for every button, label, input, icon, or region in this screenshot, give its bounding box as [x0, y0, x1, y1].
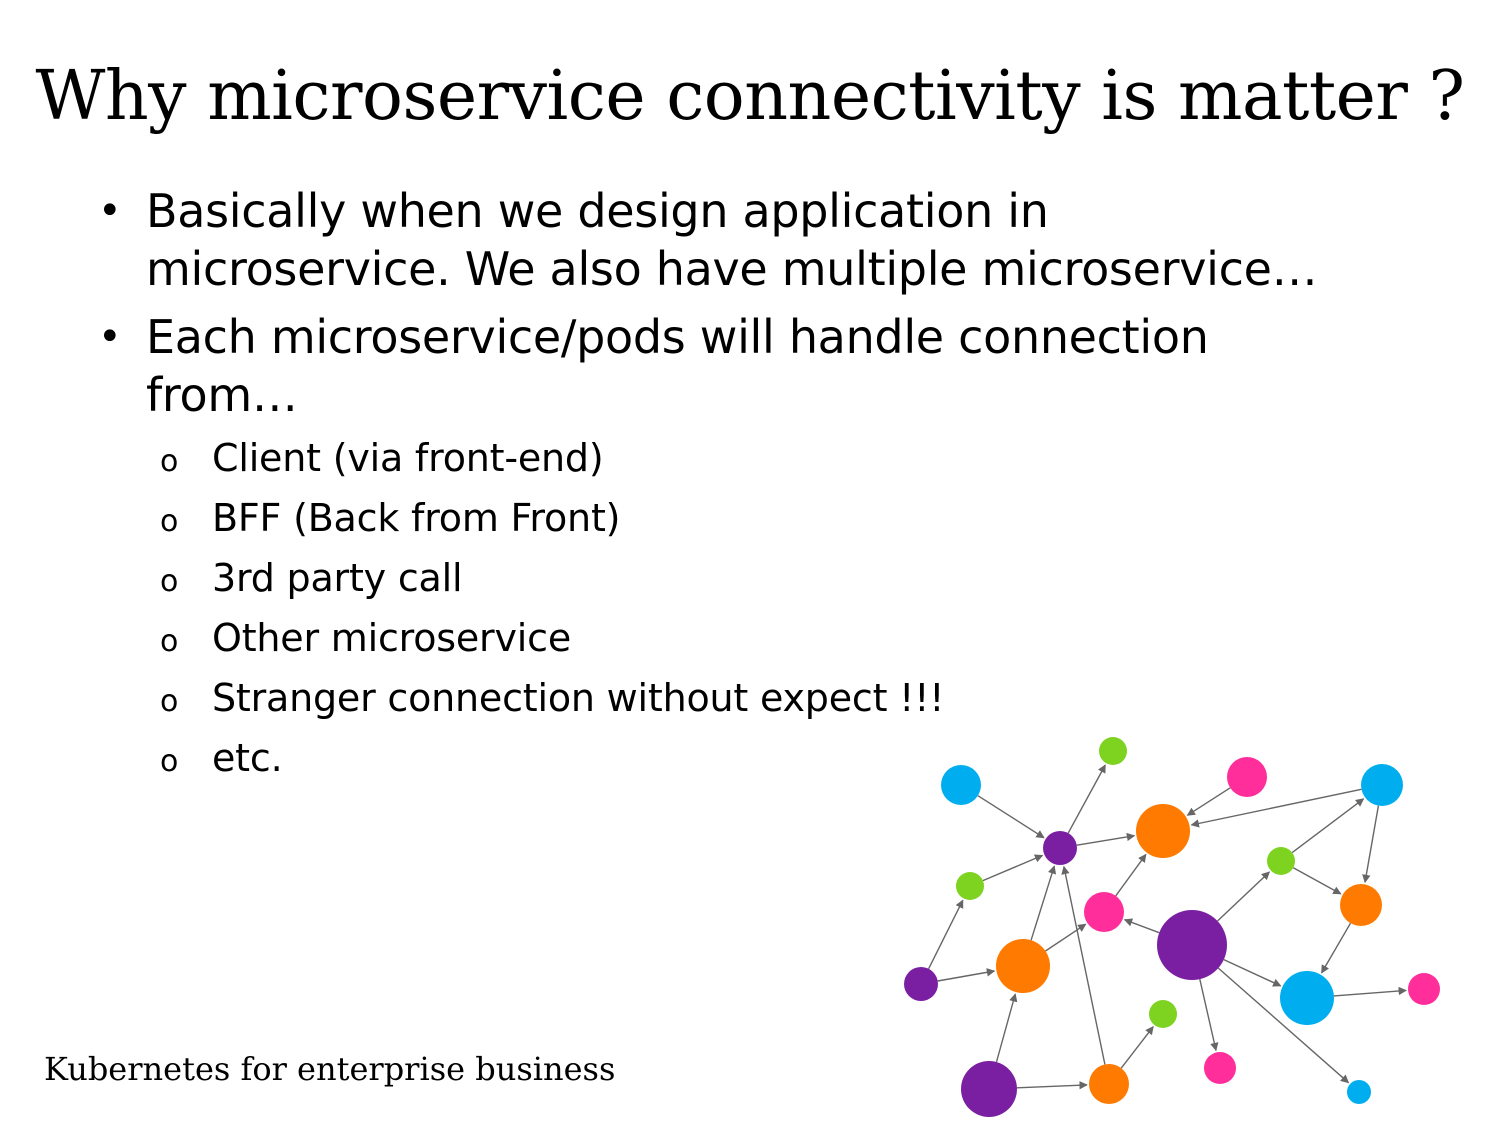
- bullet-line: from…: [146, 368, 298, 422]
- bullet-line: Each microservice/pods will handle conne…: [146, 310, 1209, 364]
- graph-edge: [1115, 853, 1147, 897]
- sub-bullet-text: BFF (Back from Front): [212, 496, 621, 540]
- sub-bullet-marker: o: [160, 744, 179, 779]
- network-graph-illustration: [904, 737, 1440, 1117]
- graph-edge: [927, 899, 964, 970]
- graph-edge: [1186, 787, 1231, 816]
- sub-bullet-item: o Client (via front-end): [160, 434, 1418, 482]
- graph-node: [996, 939, 1050, 993]
- sub-bullet-marker: o: [160, 624, 179, 659]
- graph-node: [1157, 910, 1227, 980]
- sub-bullet-marker: o: [160, 684, 179, 719]
- bullet-marker: •: [98, 314, 122, 360]
- graph-edge: [1292, 867, 1342, 895]
- bullet-item: • Each microservice/pods will handle con…: [98, 308, 1418, 424]
- bullet-line: microservice. We also have multiple micr…: [146, 242, 1318, 296]
- graph-edge: [1076, 832, 1136, 846]
- graph-node: [941, 765, 981, 805]
- sub-bullet-marker: o: [160, 504, 179, 539]
- bullet-marker: •: [98, 188, 122, 234]
- graph-edge: [1223, 958, 1282, 987]
- sub-bullet-item: o 3rd party call: [160, 554, 1418, 602]
- graph-edge: [1016, 1081, 1088, 1090]
- sub-bullet-text: Other microservice: [212, 616, 571, 660]
- graph-node: [1227, 757, 1267, 797]
- graph-node: [1099, 737, 1127, 765]
- graph-node: [1280, 971, 1334, 1025]
- graph-node: [1347, 1080, 1371, 1104]
- sub-bullet-text: etc.: [212, 736, 283, 780]
- graph-edge: [977, 795, 1045, 839]
- graph-edge: [1190, 788, 1362, 828]
- slide-content: • Basically when we design application i…: [98, 182, 1418, 794]
- slide-title: Why microservice connectivity is matter …: [35, 57, 1465, 136]
- sub-bullet-marker: o: [160, 564, 179, 599]
- graph-node: [1267, 847, 1295, 875]
- graph-edge: [1045, 923, 1087, 952]
- graph-edge: [995, 993, 1018, 1063]
- graph-node: [1408, 973, 1440, 1005]
- graph-node: [1340, 884, 1382, 926]
- footer-text: Kubernetes for enterprise business: [44, 1050, 616, 1088]
- sub-bullet-text: Stranger connection without expect !!!: [212, 676, 945, 720]
- graph-edge: [1217, 967, 1350, 1084]
- graph-edge: [1030, 865, 1057, 941]
- sub-bullet-item: o Other microservice: [160, 614, 1418, 662]
- graph-node: [956, 872, 984, 900]
- graph-node: [1204, 1052, 1236, 1084]
- sub-bullet-item: o BFF (Back from Front): [160, 494, 1418, 542]
- graph-edge: [1120, 1026, 1154, 1069]
- graph-edge: [1333, 986, 1407, 997]
- graph-node: [1136, 804, 1190, 858]
- graph-edge: [1362, 805, 1380, 884]
- sub-bullet-item: o Stranger connection without expect !!!: [160, 674, 1418, 722]
- graph-edge: [982, 854, 1044, 882]
- graph-node: [1089, 1064, 1129, 1104]
- graph-edge: [1199, 978, 1219, 1052]
- graph-edge: [1123, 918, 1160, 934]
- graph-node: [1084, 892, 1124, 932]
- graph-node: [1043, 831, 1077, 865]
- graph-node: [904, 967, 938, 1001]
- graph-edge: [1067, 764, 1106, 834]
- sub-bullet-marker: o: [160, 444, 179, 479]
- graph-node: [1361, 764, 1403, 806]
- graph-edge: [1320, 922, 1352, 974]
- graph-edge: [1061, 865, 1106, 1065]
- sub-bullet-item: o etc.: [160, 734, 1418, 782]
- sub-bullet-list: o Client (via front-end) o BFF (Back fro…: [98, 434, 1418, 782]
- graph-edge: [1291, 798, 1365, 854]
- graph-node: [1149, 1000, 1177, 1028]
- graph-edge: [937, 968, 996, 982]
- bullet-item: • Basically when we design application i…: [98, 182, 1418, 298]
- graph-node: [961, 1061, 1017, 1117]
- graph-edge: [1217, 871, 1271, 922]
- sub-bullet-text: Client (via front-end): [212, 436, 604, 480]
- bullet-line: Basically when we design application in: [146, 184, 1049, 238]
- sub-bullet-text: 3rd party call: [212, 556, 463, 600]
